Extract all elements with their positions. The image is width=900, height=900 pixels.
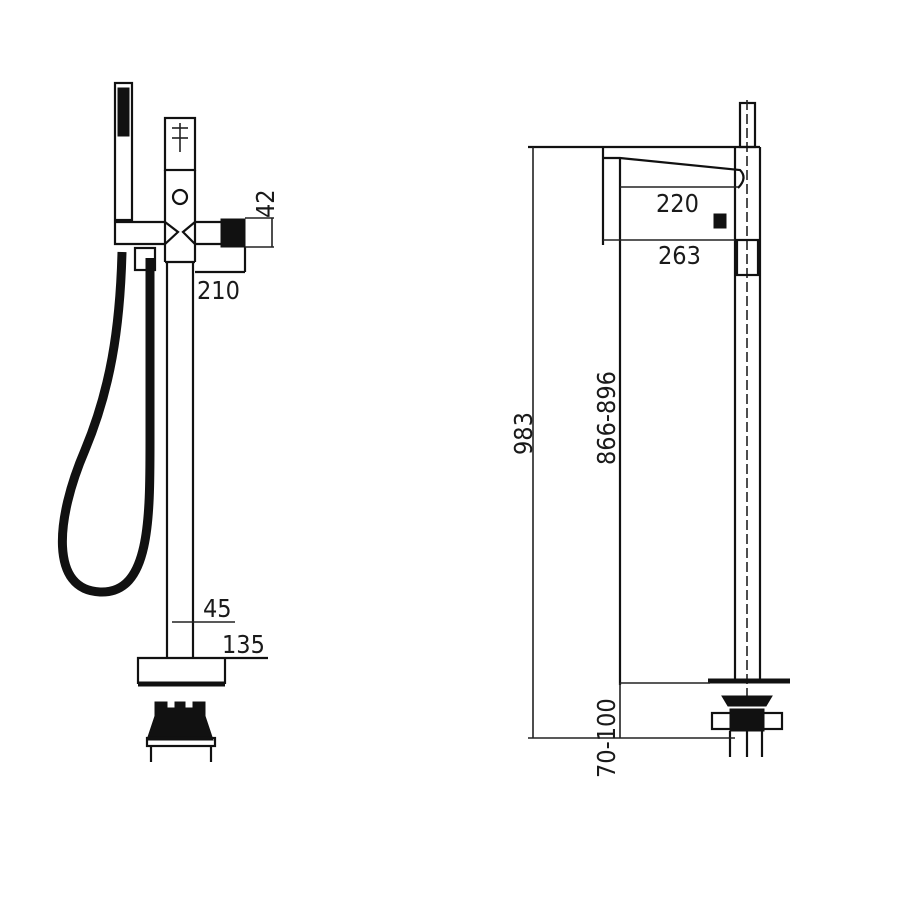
hand-shower — [113, 81, 134, 222]
front-view: 42 210 45 135 — [57, 81, 280, 762]
dim-spout-projection: 210 — [197, 276, 240, 305]
diverter-icon — [171, 188, 189, 206]
side-view: 983 220 263 866-896 70-100 — [509, 100, 790, 778]
front-dimensions: 42 210 45 135 — [172, 189, 280, 659]
dim-spout-height: 866-896 — [592, 371, 621, 465]
dim-total-height: 983 — [509, 412, 538, 455]
dim-spout-reach-inner: 220 — [656, 189, 699, 218]
side-column — [713, 100, 762, 700]
dim-pipe-diameter: 45 — [203, 594, 232, 623]
spout — [528, 145, 760, 685]
side-dimensions: 983 220 263 866-896 70-100 — [509, 147, 738, 778]
dim-handle-height: 42 — [251, 189, 280, 218]
base — [136, 656, 268, 762]
hose — [57, 246, 157, 597]
side-base — [708, 678, 790, 757]
dim-spout-reach-outer: 263 — [658, 241, 701, 270]
column-body — [113, 116, 247, 658]
dim-base-diameter: 135 — [222, 630, 265, 659]
dim-floor-depth: 70-100 — [592, 698, 621, 778]
